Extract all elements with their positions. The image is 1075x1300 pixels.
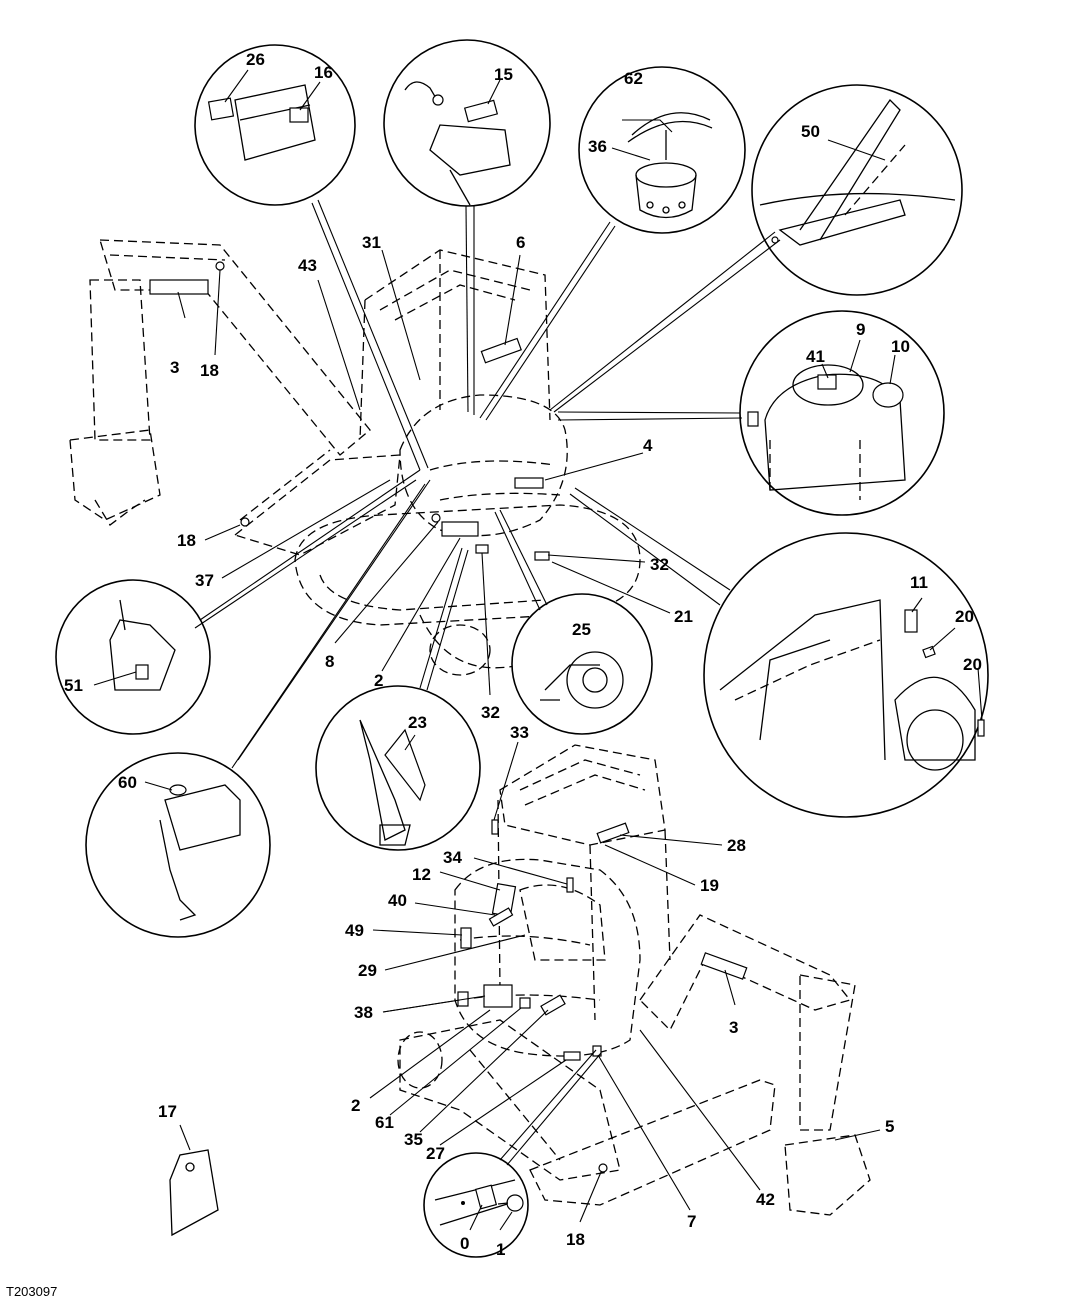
detail-circle-15	[383, 39, 551, 207]
callout-7: 7	[687, 1212, 696, 1231]
tag-17-illustration	[169, 1149, 219, 1237]
callout-23: 23	[408, 713, 427, 732]
callout-40: 40	[388, 891, 407, 910]
detail-circle-26-16	[194, 44, 356, 206]
callout-9: 9	[856, 320, 865, 339]
callout-28: 28	[727, 836, 746, 855]
callout-20-b: 20	[963, 655, 982, 674]
callout-21: 21	[674, 607, 693, 626]
callout-32-upper-front: 32	[481, 703, 500, 722]
figure-id: T203097	[6, 1284, 57, 1299]
callout-15: 15	[494, 65, 513, 84]
detail-circle-11-20	[703, 532, 989, 818]
callout-18-lower: 18	[566, 1230, 585, 1249]
callout-26: 26	[246, 50, 265, 69]
callout-19: 19	[700, 876, 719, 895]
detail-circle-41-9-10	[739, 310, 945, 516]
callout-5: 5	[885, 1117, 894, 1136]
callout-1: 1	[496, 1240, 505, 1259]
callout-4: 4	[643, 436, 653, 455]
callout-31: 31	[362, 233, 381, 252]
callout-2-lower: 2	[351, 1096, 360, 1115]
lower-excavator-illustration	[397, 744, 871, 1216]
callout-49: 49	[345, 921, 364, 940]
callout-36: 36	[588, 137, 607, 156]
upper-excavator-illustration	[69, 239, 641, 676]
callout-3-upper: 3	[170, 358, 179, 377]
callout-27: 27	[426, 1144, 445, 1163]
detail-circle-60	[85, 752, 271, 938]
detail-circle-51	[55, 579, 211, 735]
callout-2-upper: 2	[374, 671, 383, 690]
callout-41: 41	[806, 347, 825, 366]
callout-37: 37	[195, 571, 214, 590]
callout-20-a: 20	[955, 607, 974, 626]
callout-17: 17	[158, 1102, 177, 1121]
callout-0: 0	[460, 1234, 469, 1253]
callout-16: 16	[314, 63, 333, 82]
callout-12: 12	[412, 865, 431, 884]
callout-8: 8	[325, 652, 334, 671]
callout-labels: 26 16 15 62 36 50 31 43 6 3 18 41 9 10 4…	[64, 50, 982, 1259]
callout-42: 42	[756, 1190, 775, 1209]
callout-11: 11	[910, 573, 928, 592]
callout-10: 10	[891, 337, 910, 356]
callout-3-lower: 3	[729, 1018, 738, 1037]
callout-18-upper-boom: 18	[200, 361, 219, 380]
callout-35: 35	[404, 1130, 423, 1149]
leader-lines	[93, 69, 983, 1231]
callout-34: 34	[443, 848, 462, 867]
callout-38: 38	[354, 1003, 373, 1022]
detail-circle-23	[315, 685, 481, 851]
callout-62: 62	[624, 69, 643, 88]
callout-18-upper-blade: 18	[177, 531, 196, 550]
callout-32-upper-right: 32	[650, 555, 669, 574]
callout-6: 6	[516, 233, 525, 252]
callout-51: 51	[64, 676, 83, 695]
callout-50: 50	[801, 122, 820, 141]
detail-circle-25	[511, 593, 653, 735]
callout-25: 25	[572, 620, 591, 639]
callout-60: 60	[118, 773, 137, 792]
detail-circle-62-36	[578, 66, 746, 234]
callout-43: 43	[298, 256, 317, 275]
callout-61: 61	[375, 1113, 394, 1132]
callout-33: 33	[510, 723, 529, 742]
callout-29: 29	[358, 961, 377, 980]
detail-circle-50	[751, 84, 963, 296]
detail-circle-0-1	[423, 1152, 529, 1258]
